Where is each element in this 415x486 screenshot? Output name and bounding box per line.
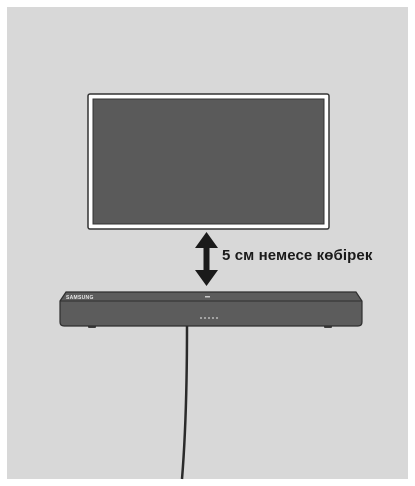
soundbar: [60, 292, 362, 479]
tv-screen: [93, 99, 324, 224]
tv-wall-mounted: [88, 94, 329, 229]
power-cable-icon: [182, 326, 187, 479]
soundbar-body: [60, 292, 362, 326]
soundbar-brand-logo: SAMSUNG: [66, 295, 94, 301]
soundbar-top-indicator: [205, 296, 210, 298]
clearance-label: 5 см немесе көбірек: [222, 247, 372, 264]
double-vertical-arrow-icon: [195, 232, 218, 286]
